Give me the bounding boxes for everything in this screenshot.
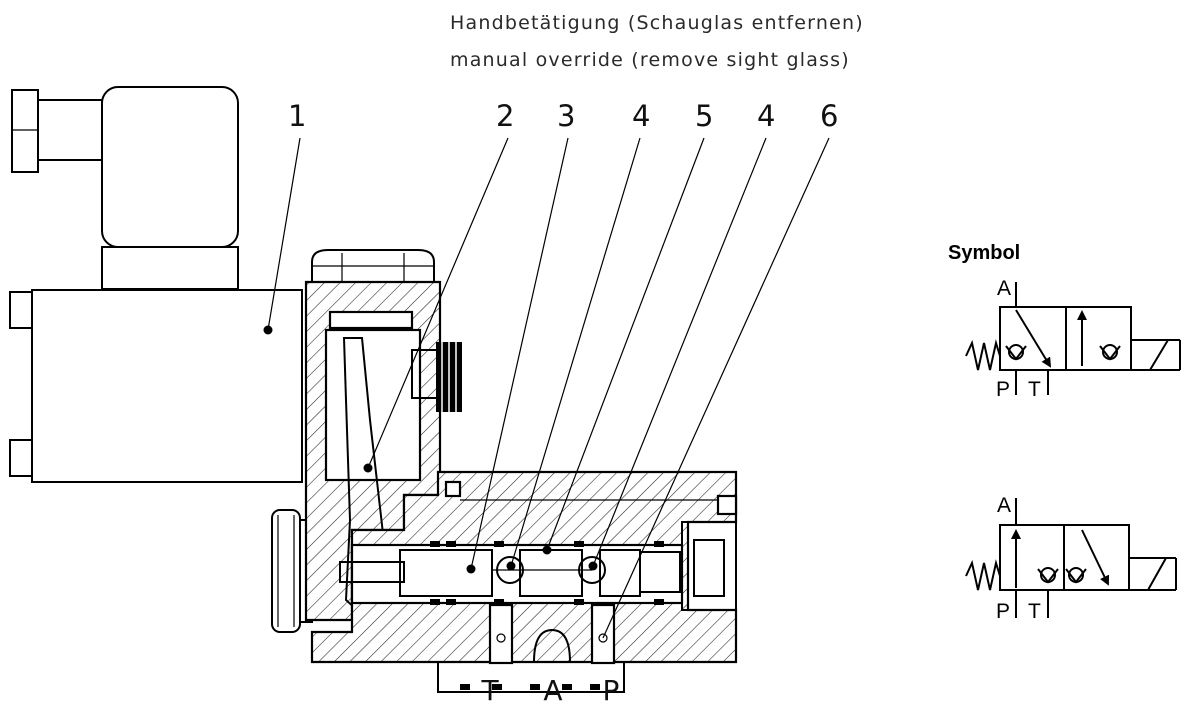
spool-bore — [339, 521, 737, 611]
port-label-a: A — [543, 674, 562, 702]
callout-4b: 4 — [757, 99, 775, 133]
port-label-t: T — [480, 674, 499, 702]
symbol-top-p: P — [996, 378, 1010, 401]
caption-english: manual override (remove sight glass) — [450, 49, 850, 71]
port-label-p: P — [603, 674, 620, 702]
callout-3: 3 — [557, 99, 575, 133]
symbol-bottom-p: P — [996, 600, 1010, 623]
symbol-top: A P T — [965, 277, 1181, 401]
symbol-top-a: A — [997, 277, 1011, 300]
callout-5: 5 — [695, 99, 713, 133]
symbol-title: Symbol — [948, 242, 1020, 264]
solenoid-coil — [9, 289, 303, 483]
callout-1: 1 — [288, 99, 306, 133]
knurled-knob-right — [411, 342, 462, 412]
valve-housing-upper — [304, 280, 442, 622]
port-bores — [488, 603, 616, 665]
symbol-top-t: T — [1028, 378, 1041, 401]
callout-4a: 4 — [632, 99, 650, 133]
symbol-bottom-a: A — [997, 494, 1011, 517]
caption-german: Handbetätigung (Schauglas entfernen) — [450, 12, 864, 34]
symbol-bottom-t: T — [1028, 600, 1041, 623]
callout-6: 6 — [820, 99, 838, 133]
symbol-bottom: A P T — [965, 494, 1177, 623]
callout-2: 2 — [496, 99, 514, 133]
solenoid-connector — [11, 86, 239, 290]
sight-glass-cap — [311, 249, 435, 283]
seals — [430, 541, 664, 690]
leader-lines — [267, 137, 830, 639]
